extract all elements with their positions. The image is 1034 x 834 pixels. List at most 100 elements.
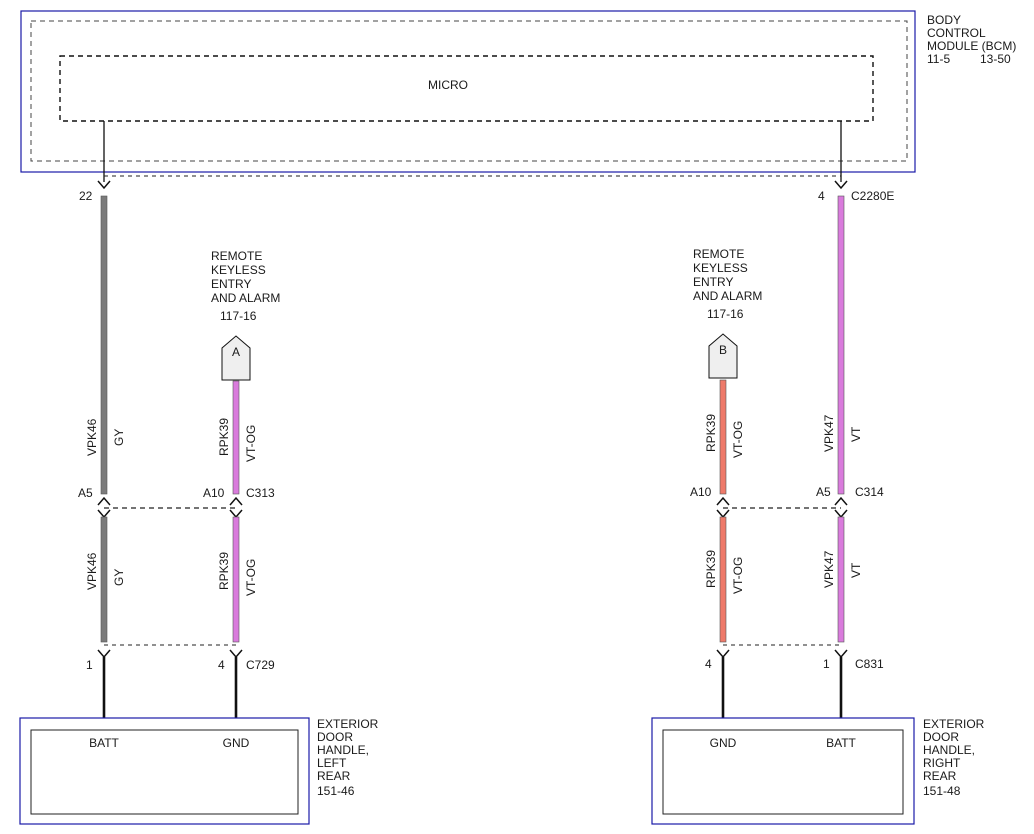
pin-arrow (834, 180, 848, 190)
pin-arrow (229, 509, 243, 519)
left-handle-inner (30, 729, 299, 815)
pin-label-c831-1: 1 (823, 657, 830, 671)
right-handle-inner (662, 729, 904, 815)
connector-c729: C729 (246, 658, 275, 672)
wire-label-color: VT-OG (244, 425, 258, 462)
pin-arrow (716, 649, 730, 659)
bcm-box (20, 10, 916, 173)
wire-label-circuit: VPK46 (85, 552, 99, 590)
bcm-title-3: MODULE (BCM) (927, 39, 1016, 53)
bcm-title-1: BODY (927, 13, 961, 27)
reference-rke-b: REMOTE KEYLESS ENTRY AND ALARM 117-16 B (693, 247, 762, 379)
bcm-title-2: CONTROL (927, 26, 986, 40)
ref-a-line-3: ENTRY (211, 277, 251, 291)
ref-a-line-1: REMOTE (211, 249, 262, 263)
wire-label-color: VT-OG (731, 557, 745, 594)
pin-arrow (97, 496, 111, 506)
connector-c2280e: C2280E (851, 189, 894, 203)
pin-label-c314-a10: A10 (690, 485, 712, 499)
right-door-handle-module: GND BATT EXTERIOR DOOR HANDLE, RIGHT REA… (651, 717, 985, 825)
micro-box (59, 55, 874, 122)
reference-tag-b-icon (708, 333, 738, 379)
pin-arrow (834, 509, 848, 519)
ref-b-line-4: AND ALARM (693, 289, 762, 303)
pin-arrow (834, 496, 848, 506)
pin-arrow (716, 496, 730, 506)
right-handle-title-1: EXTERIOR (923, 717, 985, 731)
wire-label-circuit: RPK39 (704, 414, 718, 452)
reference-tag-a-icon (221, 335, 251, 381)
right-handle-pin-batt: BATT (826, 736, 856, 750)
wire-label-circuit: VPK47 (822, 550, 836, 588)
wire-label-color: VT (849, 562, 863, 578)
pin-label-c313-a5: A5 (78, 486, 93, 500)
left-handle-box (19, 717, 310, 825)
left-handle-title-4: LEFT (317, 756, 347, 770)
ref-a-tag: A (232, 345, 240, 359)
wire-label-color: GY (112, 429, 126, 446)
ref-b-tag: B (719, 343, 727, 357)
pin-label-c729-1: 1 (86, 658, 93, 672)
wire-label-circuit: VPK46 (85, 418, 99, 456)
bcm-ref-right: 13-50 (980, 52, 1011, 66)
connector-c313: C313 (246, 486, 275, 500)
connector-c314: C314 (855, 485, 884, 499)
left-handle-pin-batt: BATT (89, 736, 119, 750)
right-handle-box (651, 717, 915, 825)
ref-a-line-2: KEYLESS (211, 263, 266, 277)
bcm-module: MICRO BODY CONTROL MODULE (BCM) 11-5 13-… (20, 10, 1016, 173)
left-handle-title-2: DOOR (317, 730, 353, 744)
wire-label-color: VT-OG (244, 559, 258, 596)
pin-arrow (229, 649, 243, 659)
wire-rpk39-vt-og-lower-right (719, 516, 727, 643)
right-handle-ref: 151-48 (923, 784, 961, 798)
left-door-handle-module: BATT GND EXTERIOR DOOR HANDLE, LEFT REAR… (19, 717, 379, 825)
left-handle-title-1: EXTERIOR (317, 717, 379, 731)
ref-b-page: 117-16 (707, 307, 744, 321)
right-handle-title-5: REAR (923, 769, 957, 783)
pin-label-c314-a5: A5 (816, 485, 831, 499)
pin-label-c729-4: 4 (218, 658, 225, 672)
wire-label-circuit: RPK39 (704, 550, 718, 588)
left-handle-pin-gnd: GND (223, 736, 250, 750)
pin-label-c313-a10: A10 (203, 486, 225, 500)
wire-label-circuit: VPK47 (822, 414, 836, 452)
ref-b-line-3: ENTRY (693, 275, 733, 289)
pin-arrow (229, 496, 243, 506)
left-handle-title-3: HANDLE, (317, 743, 369, 757)
wire-label-color: VT-OG (731, 421, 745, 458)
ref-b-line-1: REMOTE (693, 247, 744, 261)
ref-a-line-4: AND ALARM (211, 291, 280, 305)
right-handle-title-3: HANDLE, (923, 743, 975, 757)
right-handle-title-4: RIGHT (923, 756, 961, 770)
right-handle-title-2: DOOR (923, 730, 959, 744)
micro-label: MICRO (428, 78, 468, 92)
bcm-dashed-outline (30, 20, 908, 162)
wire-vpk46-gy-upper (100, 195, 108, 495)
wire-rpk39-vt-og-lower-left (232, 516, 240, 643)
pin-arrow (97, 649, 111, 659)
wire-rpk39-vt-og-upper-right (719, 379, 727, 495)
wire-vpk47-vt-upper (837, 195, 845, 495)
pin-label-bcm-right: 4 (818, 189, 825, 203)
wire-label-color: VT (849, 426, 863, 442)
wire-label-circuit: RPK39 (217, 418, 231, 456)
pin-label-c831-4: 4 (705, 657, 712, 671)
left-handle-ref: 151-46 (317, 784, 355, 798)
wire-label-circuit: RPK39 (217, 552, 231, 590)
right-handle-pin-gnd: GND (710, 736, 737, 750)
pin-label-bcm-left: 22 (79, 189, 93, 203)
pin-arrow (97, 180, 111, 190)
reference-rke-a: REMOTE KEYLESS ENTRY AND ALARM 117-16 A (211, 249, 280, 381)
wire-rpk39-vt-og-upper-left (232, 380, 240, 495)
wire-label-color: GY (112, 569, 126, 586)
left-handle-title-5: REAR (317, 769, 351, 783)
wire-vpk47-vt-lower (837, 516, 845, 643)
bcm-ref-left: 11-5 (927, 52, 950, 66)
connector-c831: C831 (855, 657, 884, 671)
pin-arrow (97, 509, 111, 519)
wire-vpk46-gy-lower (100, 516, 108, 643)
pin-arrow (834, 649, 848, 659)
ref-b-line-2: KEYLESS (693, 261, 748, 275)
